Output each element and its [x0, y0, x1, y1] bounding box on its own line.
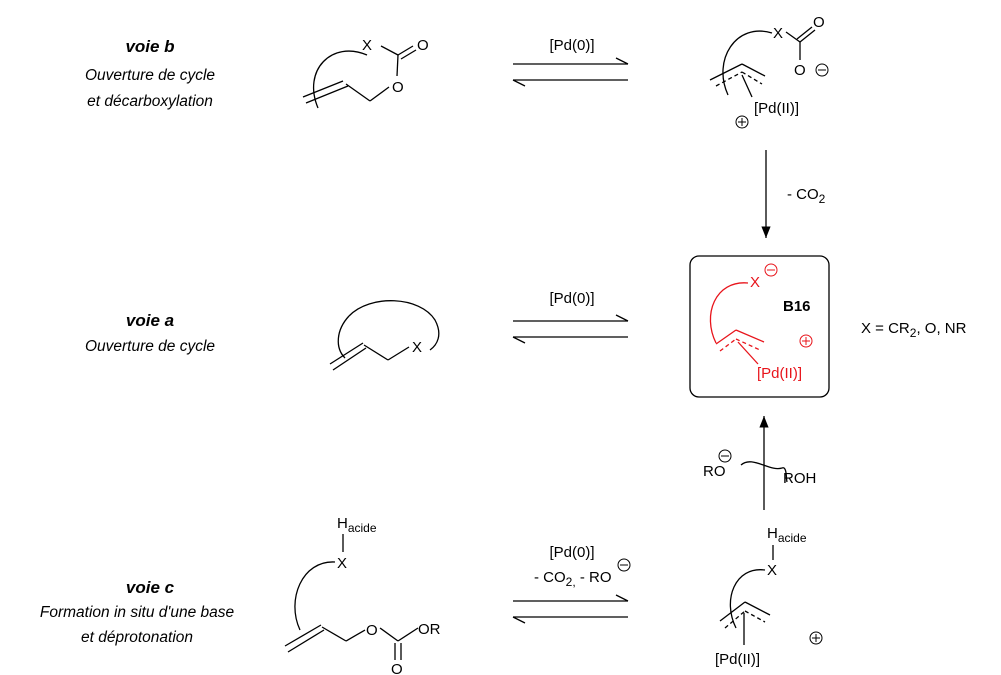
- b16-label: B16: [783, 298, 811, 315]
- x-atom: X: [362, 37, 372, 54]
- minus-charge-icon: [764, 263, 778, 277]
- route-c-line1: Formation in situ d'une base: [40, 604, 235, 621]
- b16-box: [689, 255, 830, 398]
- x-atom-a: X: [412, 339, 422, 356]
- reagent-pd0-b: [Pd(0)]: [549, 37, 594, 54]
- carbonyl-oxygen-b: O: [813, 14, 825, 31]
- h-atom-c-product: Hacide: [767, 525, 807, 545]
- x-atom-b16: X: [750, 274, 760, 291]
- plus-charge-icon: [809, 631, 823, 645]
- allyl-carbonate: Hacide X O OR O: [284, 515, 441, 675]
- pd2-c: [Pd(II)]: [715, 651, 760, 668]
- vinyl-cycle: X: [329, 300, 440, 371]
- minus-charge-icon: [718, 449, 732, 463]
- reagent-pd0-c: [Pd(0)]: [549, 544, 594, 561]
- route-c-label: voie c Formation in situ d'une base et d…: [40, 578, 235, 646]
- cyclic-carbonate: O X O: [302, 37, 429, 109]
- x-atom-c-product: X: [767, 562, 777, 579]
- pd2-b: [Pd(II)]: [754, 100, 799, 117]
- x-atom-c: X: [337, 555, 347, 572]
- minus-charge-icon: [617, 558, 631, 572]
- plus-charge-icon: [799, 334, 813, 348]
- route-b-title: voie b: [125, 37, 174, 56]
- x-atom-b: X: [773, 25, 783, 42]
- byproducts-label: - CO2, - RO: [534, 569, 612, 589]
- plus-charge-icon: [735, 115, 749, 129]
- minus-charge-icon: [815, 63, 829, 77]
- ester-oxygen: O: [366, 622, 378, 639]
- alkoxide-label: RO: [703, 463, 726, 480]
- route-a-line1: Ouverture de cycle: [85, 338, 215, 355]
- route-b-label: voie b Ouverture de cycle et décarboxyla…: [85, 37, 215, 110]
- route-c-title: voie c: [126, 578, 175, 597]
- h-atom-c: Hacide: [337, 515, 377, 535]
- route-b-line2: et décarboxylation: [87, 93, 213, 110]
- x-definition: X = CR2, O, NR: [861, 320, 967, 340]
- route-c-line2: et déprotonation: [81, 629, 193, 646]
- minus-co2-label: - CO2: [787, 186, 826, 206]
- reagent-pd0-a: [Pd(0)]: [549, 290, 594, 307]
- carbonyl-oxygen-c: O: [391, 661, 403, 675]
- reverse-arrow-b-head: [512, 79, 526, 87]
- route-a-label: voie a Ouverture de cycle: [85, 311, 215, 355]
- alcohol-label: ROH: [783, 470, 816, 487]
- carboxylate-oxygen: O: [794, 62, 806, 79]
- pd2-b16: [Pd(II)]: [757, 365, 802, 382]
- carbonyl-oxygen: O: [417, 37, 429, 54]
- route-a-title: voie a: [126, 311, 174, 330]
- curved-arrow: [740, 461, 788, 483]
- b16-intermediate: X [Pd(II)] B16: [709, 263, 813, 382]
- forward-arrow-b-head: [615, 57, 629, 65]
- route-b-line1: Ouverture de cycle: [85, 67, 215, 84]
- carboxylate-pi-allyl: X O O [Pd(II)]: [709, 14, 829, 129]
- ring-oxygen: O: [392, 79, 404, 96]
- or-group: OR: [418, 621, 441, 638]
- protonated-pi-allyl: Hacide X [Pd(II)]: [715, 525, 823, 668]
